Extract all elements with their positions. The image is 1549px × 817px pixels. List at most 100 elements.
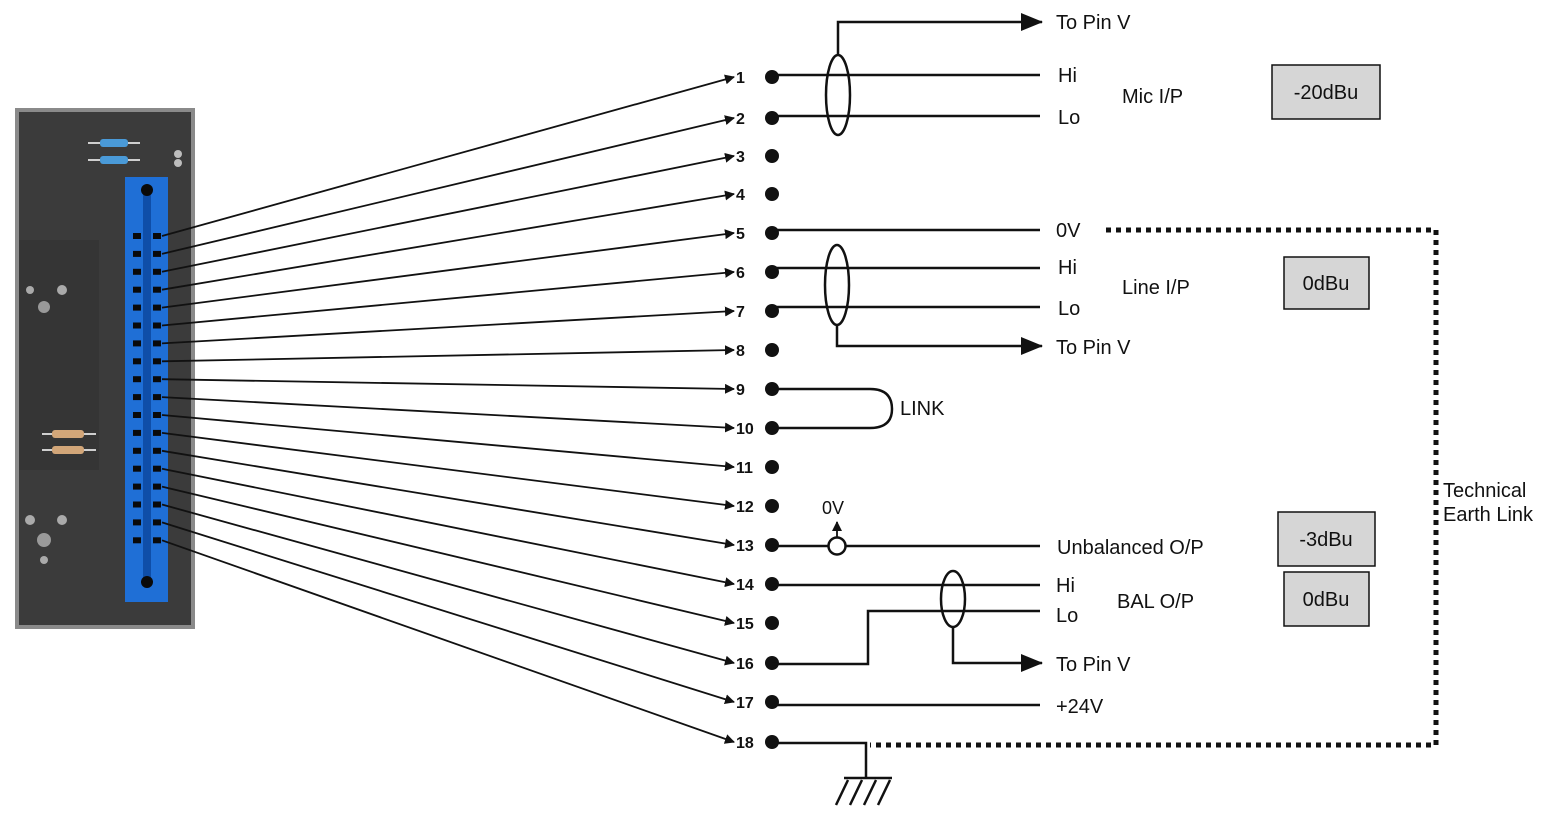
unbalanced-level-box [1277, 511, 1376, 567]
pin-terminal-dot [765, 460, 779, 474]
bal-op-label: BAL O/P [1117, 591, 1194, 613]
connector-pad [153, 358, 161, 365]
line-screen-wire [835, 325, 1043, 355]
fan-line [161, 267, 735, 327]
connector-pad [133, 465, 141, 472]
connector-pad [133, 322, 141, 329]
connector-pad [133, 429, 141, 436]
connector-pad [133, 376, 141, 383]
connector-pad [133, 483, 141, 490]
connector-pad [153, 250, 161, 257]
line-level-text: 0dBu [1303, 273, 1350, 295]
connector-pad [153, 286, 161, 293]
bal-screen-ellipse [939, 569, 967, 629]
connector-pad [153, 394, 161, 401]
mic-hi-label: Hi [1058, 65, 1077, 87]
fan-line [161, 306, 735, 345]
resistor-icon [88, 139, 140, 164]
to-pin-v-label-2: To Pin V [1056, 337, 1131, 359]
signal-labels: To Pin V Hi Lo Mic I/P 0V Hi Lo Line I/P… [822, 12, 1534, 718]
unbalanced-level-text: -3dBu [1299, 529, 1352, 551]
fan-line [161, 521, 735, 705]
fan-line [161, 152, 735, 273]
line-hi-label: Hi [1058, 257, 1077, 279]
connector-pad [133, 304, 141, 311]
zero-v-terminal-icon [827, 536, 847, 556]
connector-pad [133, 537, 141, 544]
pin-number-label: 17 [736, 695, 754, 712]
connector-pad [133, 394, 141, 401]
pin-number-label: 8 [736, 343, 745, 360]
line-lo-label: Lo [1058, 298, 1080, 320]
connector-pad [153, 537, 161, 544]
fan-line [161, 414, 735, 472]
fan-lines [161, 74, 735, 744]
pin-dots [765, 70, 779, 749]
edge-connector [125, 177, 168, 602]
earth-link-label: Earth Link [1443, 504, 1534, 526]
pin-number-label: 2 [736, 111, 745, 128]
bal-hi-label: Hi [1056, 575, 1075, 597]
connector-pad [153, 412, 161, 418]
fan-line [161, 190, 735, 291]
pin-terminal-dot [765, 499, 779, 513]
fan-line [161, 485, 735, 626]
bal-screen-wire [951, 627, 1043, 672]
connector-pad [153, 304, 161, 311]
connector-pad [133, 519, 141, 526]
line-level-box [1283, 256, 1370, 310]
pin-terminal-dot [765, 343, 779, 357]
pin-number-label: 15 [736, 616, 754, 633]
connector-pad [133, 501, 141, 508]
pin-terminal-dot [765, 111, 779, 125]
line-screen-ellipse [823, 243, 851, 327]
pin-number-label: 5 [736, 226, 745, 243]
plus-24v-label: +24V [1056, 696, 1104, 718]
pin-number-label: 18 [736, 735, 754, 752]
circuit-board-image [15, 108, 195, 629]
bal-level-box [1283, 571, 1370, 627]
connector-pad [153, 233, 161, 239]
mic-level-text: -20dBu [1294, 82, 1359, 104]
pin-number-label: 11 [736, 460, 753, 477]
bal-level-text: 0dBu [1303, 589, 1350, 611]
fan-line [161, 503, 735, 666]
fan-line [161, 378, 735, 394]
pin-number-label: 9 [736, 382, 745, 399]
connector-pad [153, 519, 161, 526]
technical-earth-link-wire [870, 227, 1439, 748]
connector-pad [133, 447, 141, 454]
ground-icon [834, 776, 892, 806]
pin-number-label: 14 [736, 577, 754, 594]
connector-pad [153, 465, 161, 472]
to-pin-v-label-3: To Pin V [1056, 654, 1131, 676]
connector-pad [133, 286, 141, 293]
connector-pad [153, 483, 161, 490]
pin-terminal-dot [765, 695, 779, 709]
bal-lo-label: Lo [1056, 605, 1078, 627]
pin-number-label: 7 [736, 304, 745, 321]
connector-pad [133, 233, 141, 239]
mic-screen-wire [836, 13, 1043, 55]
mic-lo-label: Lo [1058, 107, 1080, 129]
pin-number-label: 12 [736, 499, 754, 516]
connector-pad [133, 268, 141, 275]
pin-number-label: 6 [736, 265, 745, 282]
fan-line [161, 449, 735, 549]
pin-terminal-dot [765, 226, 779, 240]
connector-pad [153, 429, 161, 436]
connector-pad [153, 501, 161, 508]
connector-pad [153, 340, 161, 347]
link-wire [772, 387, 894, 430]
pin-number-label: 13 [736, 538, 754, 555]
pin-number-label: 1 [736, 70, 745, 87]
to-pin-v-label-1: To Pin V [1056, 12, 1131, 34]
connector-pad [133, 340, 141, 347]
ground-wire [772, 741, 868, 778]
mic-screen-ellipse [824, 53, 852, 137]
pin-number-label: 3 [736, 149, 745, 166]
fan-line [161, 229, 735, 309]
zero-v-label: 0V [1056, 220, 1081, 242]
